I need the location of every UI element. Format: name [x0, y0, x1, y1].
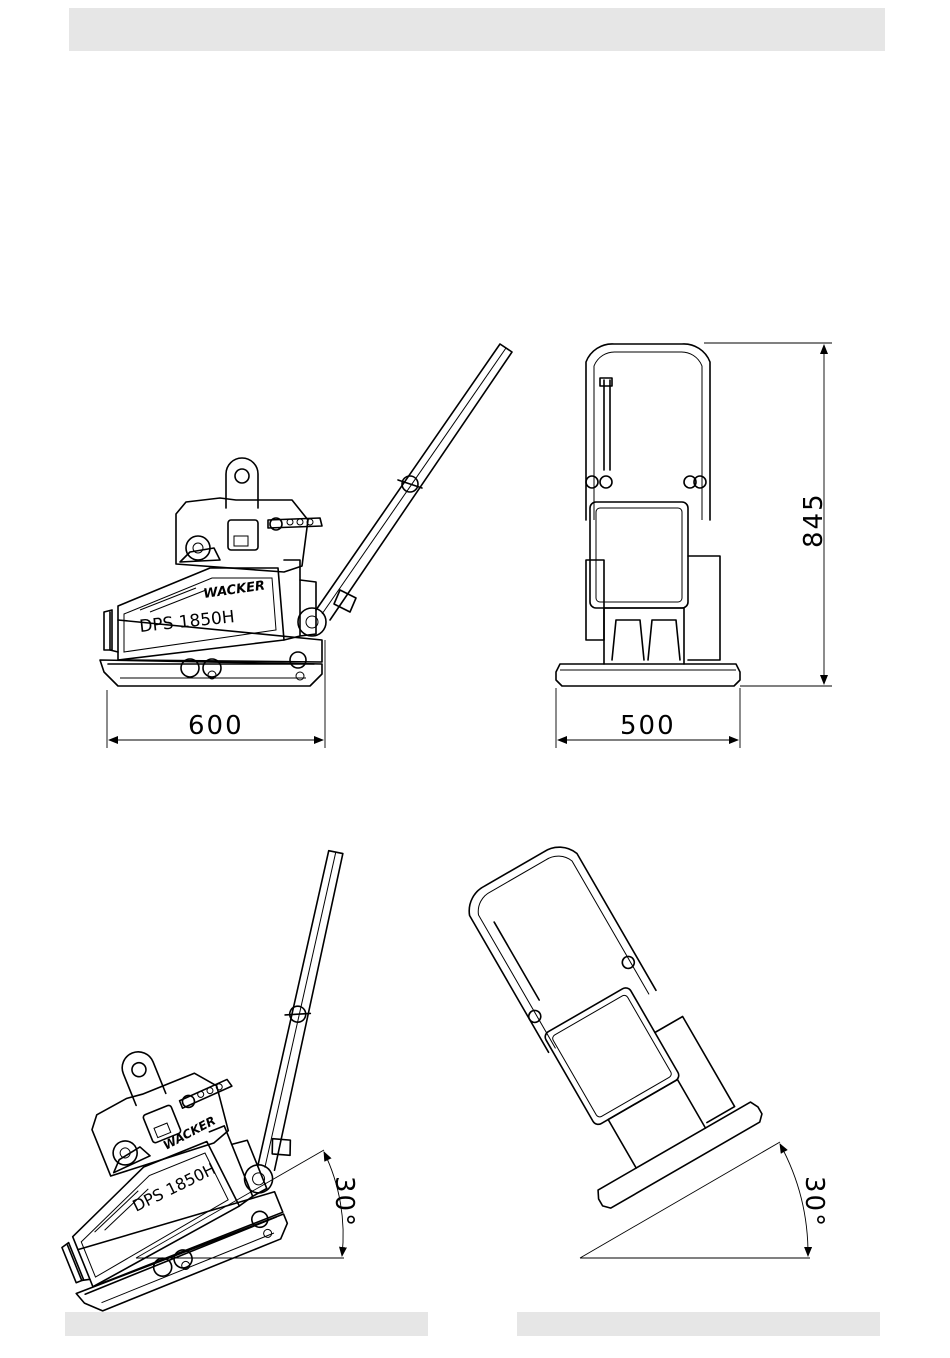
side-model-label: DPS 1850H [138, 607, 235, 637]
front-view [556, 343, 832, 748]
side-view [100, 344, 512, 748]
front-width-dimension: 500 [620, 711, 676, 741]
footer-left-bar [65, 1312, 428, 1336]
side-view-tilted [0, 846, 468, 1317]
front-height-dimension: 845 [799, 492, 829, 548]
side-tilt-angle: 30° [329, 1176, 359, 1228]
front-view-tilted [435, 823, 810, 1258]
footer-right-bar [517, 1312, 880, 1336]
side-width-dimension: 600 [188, 711, 244, 741]
front-tilt-angle: 30° [799, 1176, 829, 1228]
side-brand-label: WACKER [202, 578, 266, 601]
